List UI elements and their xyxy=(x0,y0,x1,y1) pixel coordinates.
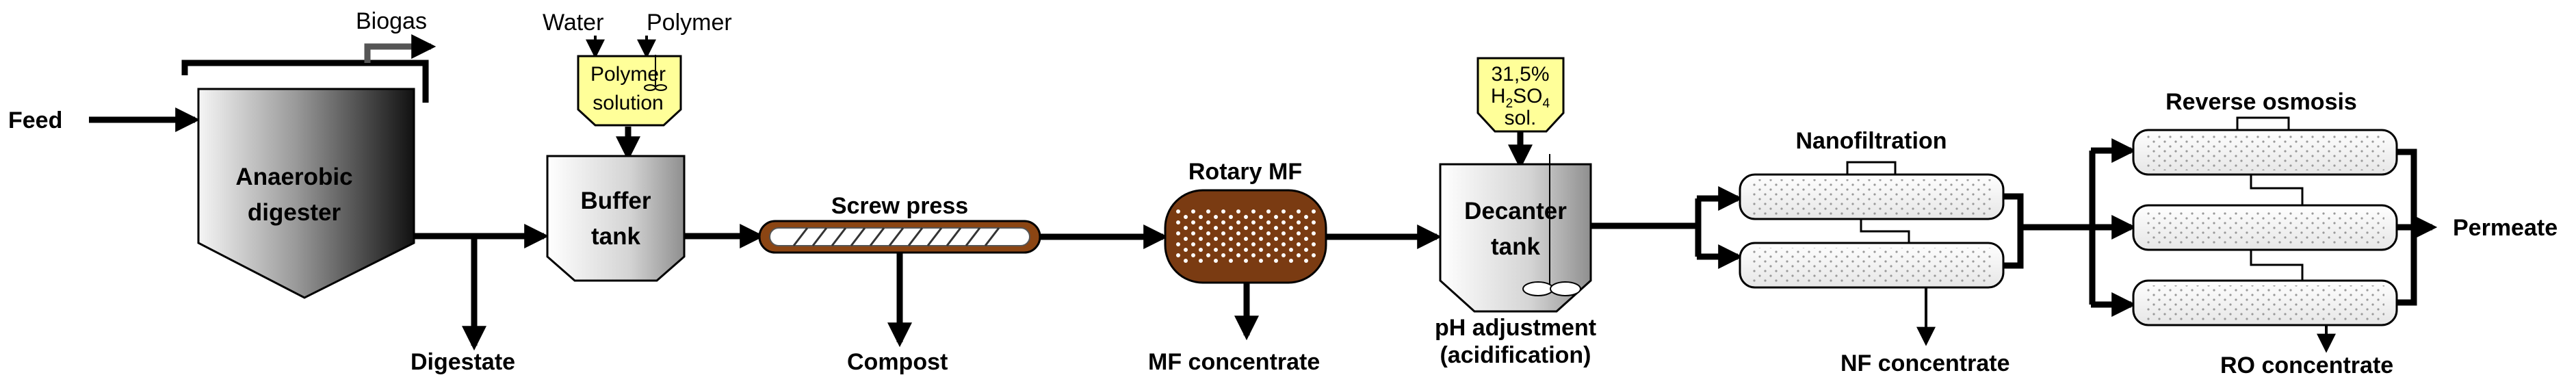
digester-top-pipe xyxy=(181,60,429,103)
ro-top-connector xyxy=(2236,116,2290,130)
ro-permeate-piping xyxy=(2397,149,2438,306)
nf-to-ro-piping xyxy=(2003,138,2137,317)
buffer-label-1: Buffer xyxy=(580,188,651,214)
acid-formula: H2SO4 xyxy=(1491,85,1550,111)
screw-press-barrel xyxy=(769,227,1030,246)
ro-concentrate-label: RO concentrate xyxy=(2220,352,2393,378)
buffer-label-2: tank xyxy=(591,223,641,250)
ro-mid-connector-2 xyxy=(2250,250,2304,281)
polymer-label: Polymer xyxy=(647,10,732,36)
anaerobic-digester: Anaerobic digester xyxy=(181,60,429,299)
ph-adjustment-label-2: (acidification) xyxy=(1440,342,1591,368)
decanter-tank-body xyxy=(1439,163,1592,313)
rotary-mf-label: Rotary MF xyxy=(1188,159,1302,185)
feed-label: Feed xyxy=(8,107,62,133)
nf-mid-connector xyxy=(1860,219,1910,243)
ro-mid-connector-1 xyxy=(2250,175,2304,205)
acid-label-1: 31,5% xyxy=(1491,63,1549,86)
ro-module-1-membrane xyxy=(2145,135,2384,170)
biogas-arrow xyxy=(364,34,437,63)
mf-concentrate-label: MF concentrate xyxy=(1148,349,1320,375)
decanter-to-nf-piping xyxy=(1591,186,1743,269)
decanter-mixer-blade-right xyxy=(1550,281,1581,296)
rotary-mf: Rotary MF xyxy=(1164,159,1327,284)
rotary-mf-filter-pattern xyxy=(1173,209,1317,263)
nanofiltration-unit: Nanofiltration xyxy=(1739,128,2005,346)
screw-press-label: Screw press xyxy=(831,193,968,219)
acid-dosing-vessel: 31,5% H2SO4 sol. xyxy=(1476,57,1565,170)
reverse-osmosis-label: Reverse osmosis xyxy=(2165,89,2357,115)
nf-module-1-membrane xyxy=(1752,179,1991,215)
buffer-tank-body xyxy=(546,155,686,282)
polymer-solution-label-2: solution xyxy=(593,92,663,114)
nf-module-2-membrane xyxy=(1752,248,1991,283)
polymer-mixer-blade-right xyxy=(655,84,667,91)
ro-module-2-membrane xyxy=(2145,210,2384,246)
digestate-label: Digestate xyxy=(411,349,515,375)
biogas-label: Biogas xyxy=(356,8,427,34)
ph-adjustment-label-1: pH adjustment xyxy=(1435,315,1596,341)
acid-label-3: sol. xyxy=(1505,107,1537,129)
acid-tank xyxy=(1476,57,1565,133)
decanter-label-1: Decanter xyxy=(1464,198,1567,224)
decanter-label-2: tank xyxy=(1491,233,1541,260)
polymer-solution-label-1: Polymer xyxy=(590,63,666,86)
permeate-label: Permeate xyxy=(2453,215,2558,241)
buffer-tank: Buffer tank xyxy=(546,155,686,282)
screw-press: Screw press xyxy=(758,193,1041,254)
nanofiltration-label: Nanofiltration xyxy=(1796,128,1947,154)
digester-label-2: digester xyxy=(248,199,341,226)
compost-label: Compost xyxy=(847,349,948,375)
decanter-mixer-blade-left xyxy=(1522,281,1554,296)
decanter-tank: Decanter tank xyxy=(1439,154,1592,313)
digester-label-1: Anaerobic xyxy=(235,164,352,190)
nf-concentrate-label: NF concentrate xyxy=(1840,350,2010,376)
digester-tank xyxy=(197,88,415,299)
ro-module-3-membrane xyxy=(2145,285,2384,321)
polymer-solution-vessel: Water Polymer Polymer solution xyxy=(543,10,732,162)
nf-top-connector xyxy=(1846,161,1897,175)
reverse-osmosis-unit: Reverse osmosis xyxy=(2132,89,2398,353)
water-label: Water xyxy=(543,10,603,36)
